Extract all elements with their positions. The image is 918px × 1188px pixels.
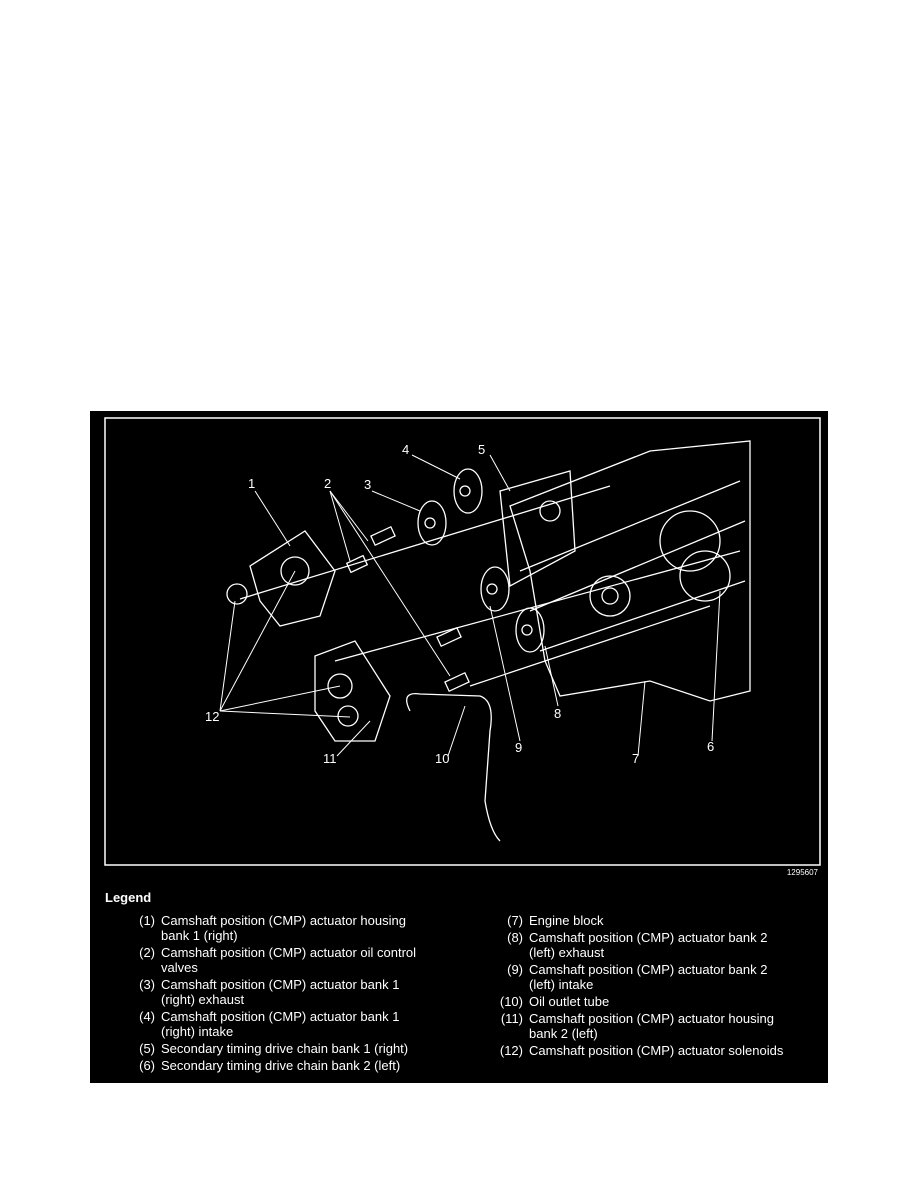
- legend-number: (2): [139, 945, 155, 960]
- legend-number: (8): [507, 930, 523, 945]
- legend-number: (5): [139, 1041, 155, 1056]
- legend-item: (8) Camshaft position (CMP) actuator bank…: [493, 930, 823, 960]
- callout-11: 11: [323, 751, 337, 766]
- diagram-frame: [104, 417, 821, 866]
- legend-number: (7): [507, 913, 523, 928]
- legend-text: Camshaft position (CMP) actuator solenoi…: [529, 1043, 784, 1058]
- callout-9: 9: [515, 740, 522, 755]
- legend-number: (4): [139, 1009, 155, 1024]
- legend-text: Secondary timing drive chain bank 1 (rig…: [161, 1041, 409, 1056]
- legend-item: (3) Camshaft position (CMP) actuator bank…: [125, 977, 465, 1007]
- engine-block-drawing: [499, 440, 751, 702]
- legend-title: Legend: [105, 890, 152, 905]
- legend-text: Camshaft position (CMP) actuator oil con…: [161, 945, 417, 975]
- legend-number: (10): [499, 994, 523, 1009]
- figure-panel: 1 2 3 4 5 6 7 8 9 10 11 12 1295607 Legen…: [90, 411, 828, 1083]
- legend-text: Camshaft position (CMP) actuator bank 1 …: [161, 977, 400, 1007]
- leader-lines: [219, 454, 721, 757]
- legend-text: Camshaft position (CMP) actuator bank 2 …: [529, 962, 768, 992]
- callout-1: 1: [248, 476, 255, 491]
- legend-item: (1) Camshaft position (CMP) actuator hous…: [125, 913, 465, 943]
- figure-number: 1295607: [786, 868, 818, 877]
- callout-5: 5: [478, 442, 485, 457]
- legend-item: (7) Engine block: [493, 913, 823, 928]
- legend-item: (10) Oil outlet tube: [493, 994, 823, 1009]
- callout-4: 4: [402, 442, 409, 457]
- callout-12: 12: [205, 709, 219, 724]
- callout-6: 6: [707, 739, 714, 754]
- legend-item: (5) Secondary timing drive chain bank 1 (…: [125, 1041, 465, 1056]
- legend-number: (1): [139, 913, 155, 928]
- legend-item: (12) Camshaft position (CMP) actuator sol…: [493, 1043, 823, 1058]
- engine-exploded-diagram: 1 2 3 4 5 6 7 8 9 10 11 12: [104, 417, 821, 866]
- legend-number: (3): [139, 977, 155, 992]
- callout-3: 3: [364, 477, 371, 492]
- legend-item: (2) Camshaft position (CMP) actuator oil …: [125, 945, 465, 975]
- legend-text: Engine block: [529, 913, 604, 928]
- legend-text: Oil outlet tube: [529, 994, 610, 1009]
- legend-number: (9): [507, 962, 523, 977]
- legend-text: Secondary timing drive chain bank 2 (lef…: [161, 1058, 401, 1073]
- actuators-drawing: [226, 468, 741, 842]
- legend-item: (4) Camshaft position (CMP) actuator bank…: [125, 1009, 465, 1039]
- callout-2: 2: [324, 476, 331, 491]
- callout-10: 10: [435, 751, 449, 766]
- callout-7: 7: [632, 751, 639, 766]
- legend-item: (9) Camshaft position (CMP) actuator bank…: [493, 962, 823, 992]
- legend-text: Camshaft position (CMP) actuator housing…: [529, 1011, 774, 1041]
- legend-number: (12): [499, 1043, 523, 1058]
- legend-number: (6): [139, 1058, 155, 1073]
- legend-text: Camshaft position (CMP) actuator bank 1 …: [161, 1009, 400, 1039]
- legend-item: (6) Secondary timing drive chain bank 2 (…: [125, 1058, 465, 1073]
- legend-column-right: (7) Engine block (8) Camshaft position (CM…: [493, 913, 823, 1060]
- legend-text: Camshaft position (CMP) actuator housing…: [161, 913, 406, 943]
- legend-number: (11): [500, 1011, 523, 1026]
- legend-column-left: (1) Camshaft position (CMP) actuator hous…: [125, 913, 465, 1075]
- legend-item: (11) Camshaft position (CMP) actuator hou…: [493, 1011, 823, 1041]
- legend-text: Camshaft position (CMP) actuator bank 2 …: [529, 930, 768, 960]
- callout-8: 8: [554, 706, 561, 721]
